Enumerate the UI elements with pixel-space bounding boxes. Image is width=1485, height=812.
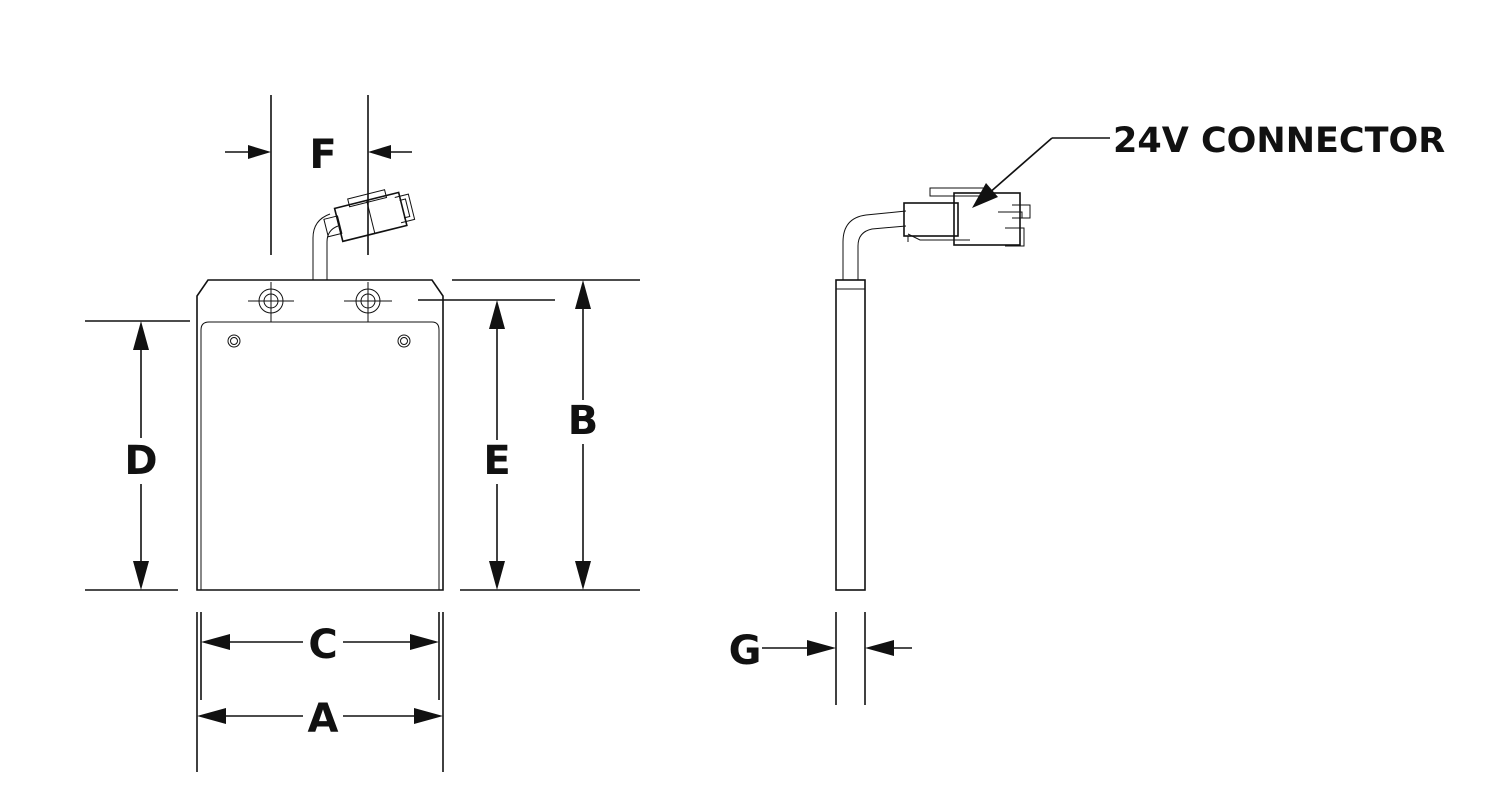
label-d: D [124, 438, 157, 484]
connector-label: 24V CONNECTOR [1113, 121, 1445, 161]
connector-callout: 24V CONNECTOR [972, 121, 1445, 208]
label-g: G [729, 628, 762, 674]
housing-outline [196, 279, 444, 591]
dimension-a: A [196, 612, 444, 772]
side-view [835, 187, 1031, 591]
cover-screw-right-inner [400, 337, 408, 345]
cover-screw-left [227, 334, 241, 348]
label-c: C [308, 622, 337, 668]
mounting-hole-right [344, 282, 392, 322]
front-view [196, 189, 444, 591]
label-b: B [568, 398, 599, 444]
dimension-c: C [200, 612, 440, 700]
label-e: E [483, 438, 510, 484]
dimension-b: B [452, 279, 640, 590]
cover-screw-left-inner [230, 337, 238, 345]
side-cable [842, 210, 907, 280]
label-f: F [309, 132, 336, 178]
dimension-f: F [225, 95, 412, 255]
dimension-g: G [729, 612, 912, 705]
side-body [835, 279, 866, 591]
dimension-d: D [85, 320, 190, 591]
label-a: A [308, 696, 339, 742]
mounting-hole-left [248, 282, 294, 322]
side-connector [903, 187, 1031, 247]
cover-plate [200, 321, 440, 590]
front-cable [312, 213, 339, 280]
cover-screw-right [397, 334, 411, 348]
dimension-e: E [418, 299, 640, 591]
